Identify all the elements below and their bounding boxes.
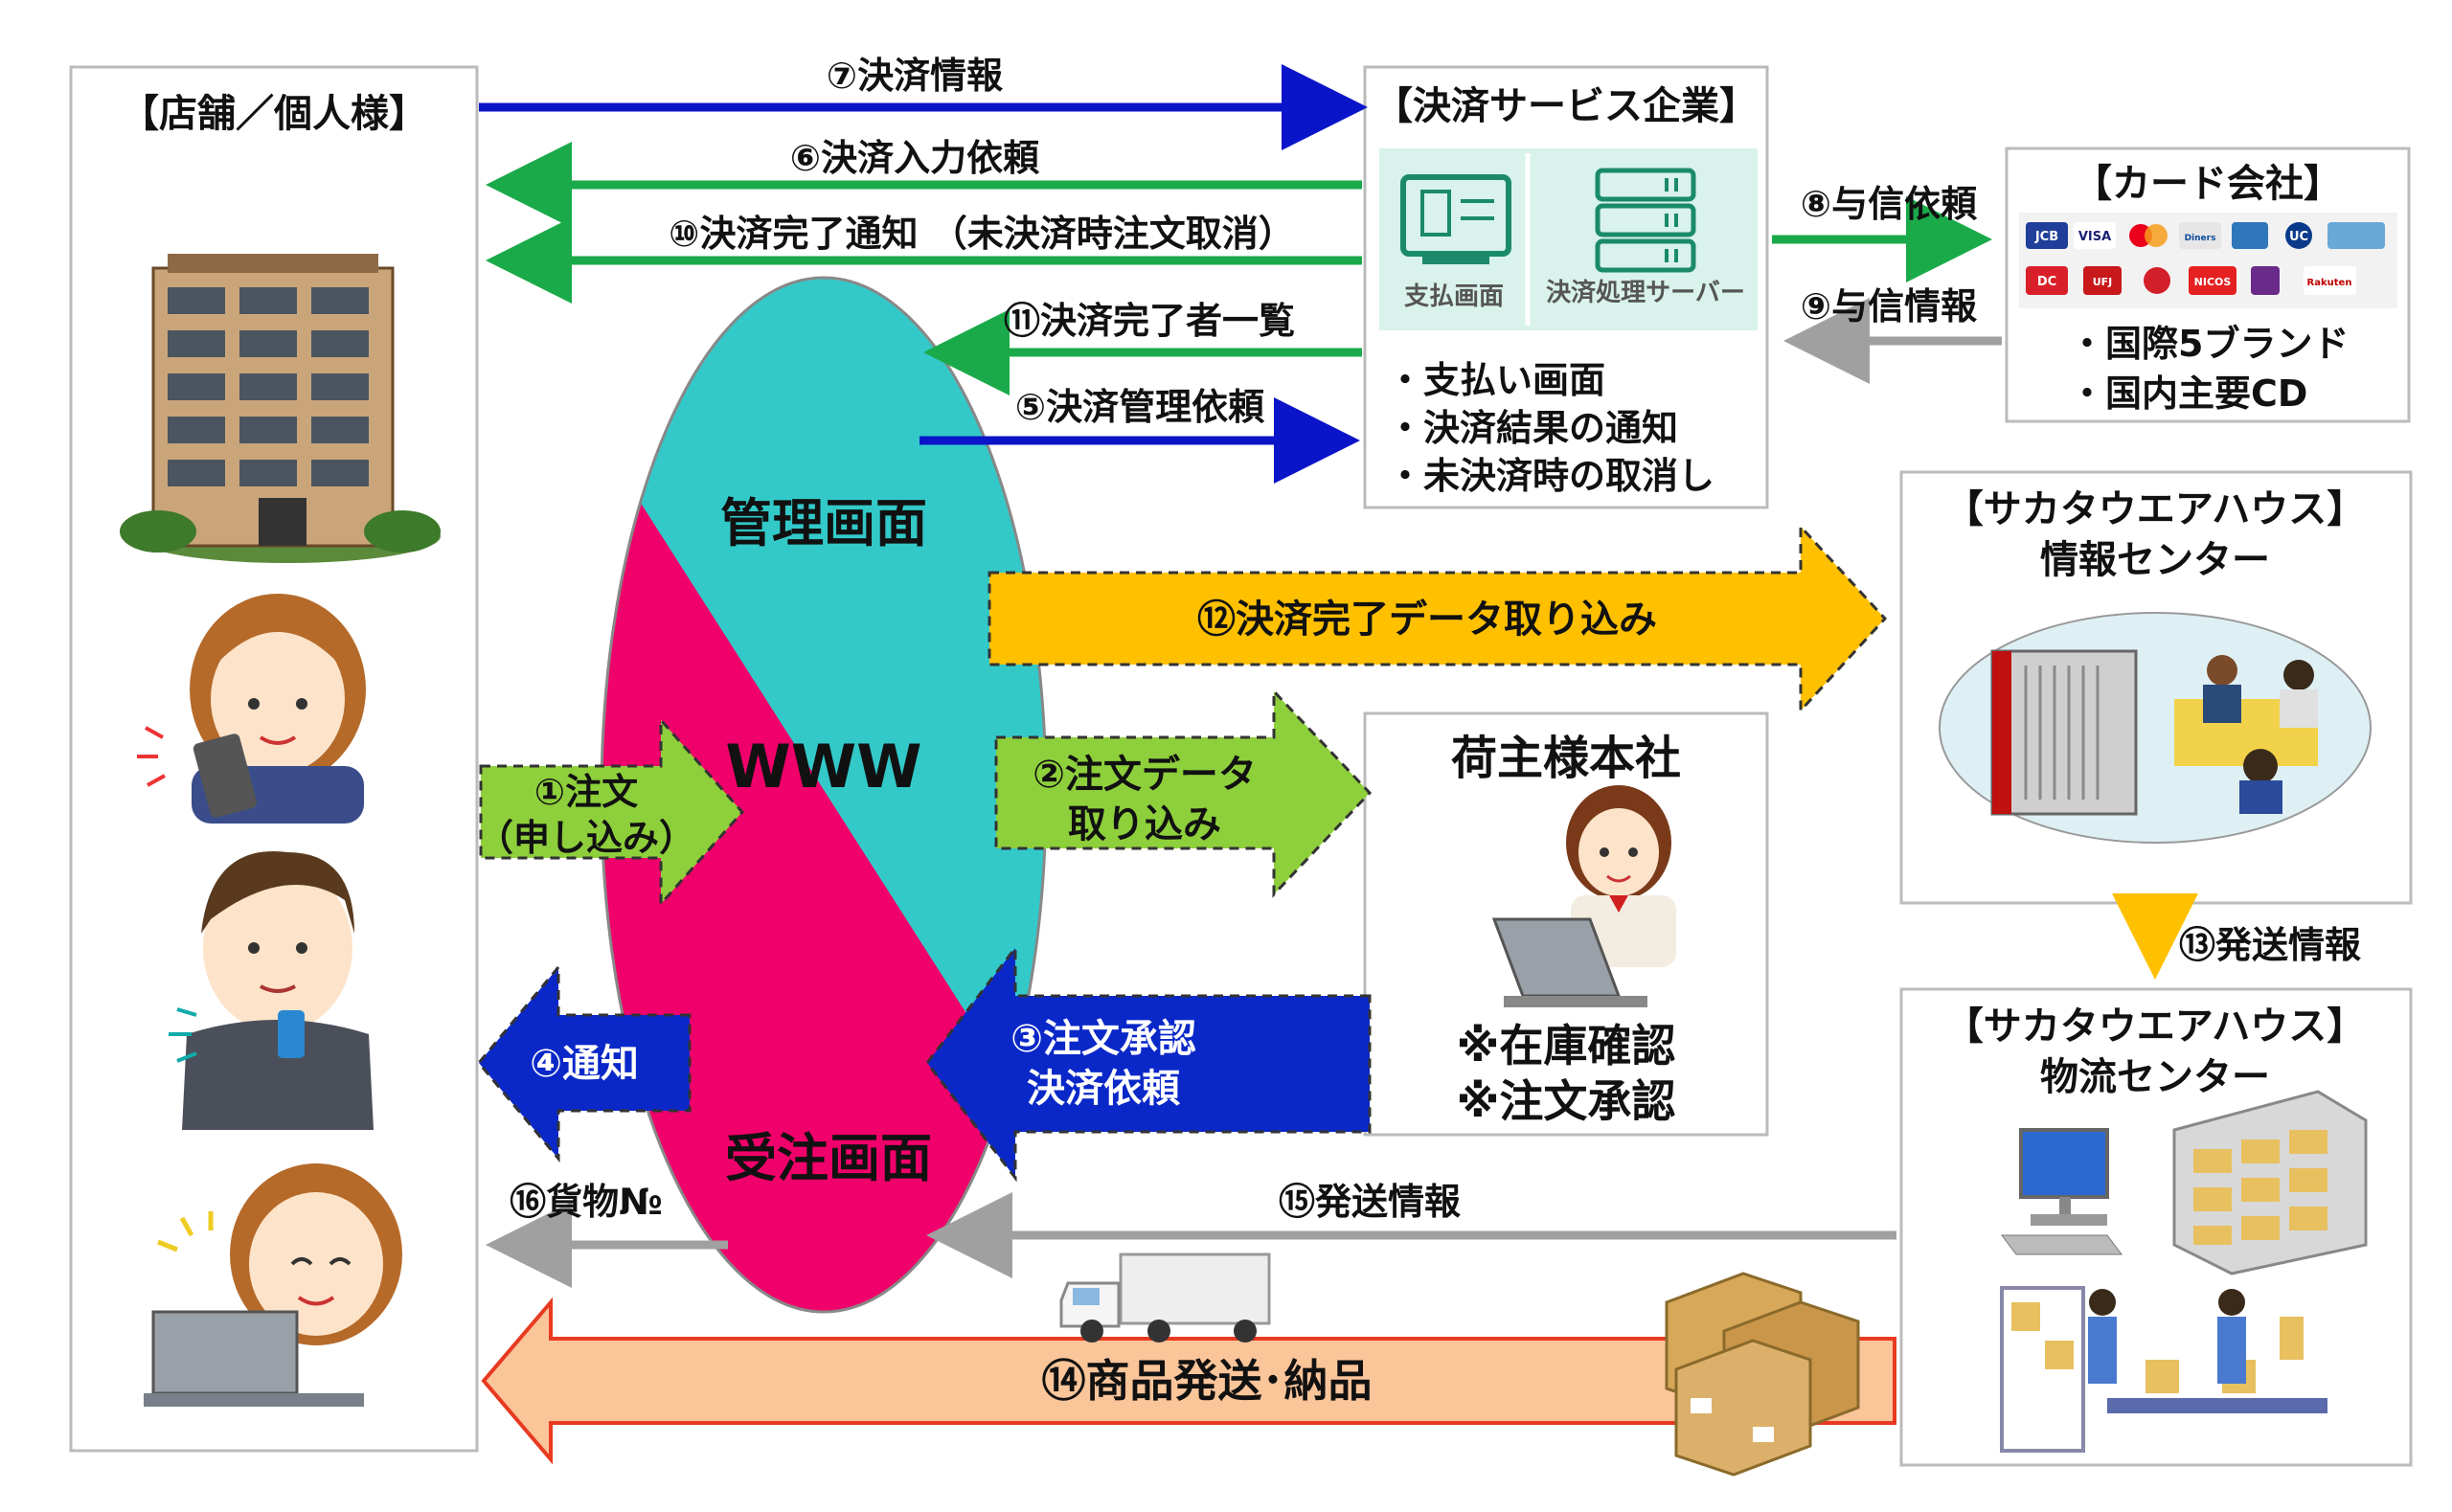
card-logo-icon (2251, 266, 2280, 295)
admin-screen-label: 管理画面 (720, 493, 927, 553)
operator-icon (1491, 785, 1676, 1007)
computer-icon (2001, 1128, 2123, 1255)
store-title: 【店舗／個人様】 (121, 92, 427, 136)
flow-3-label-1: ③注文承認 (1010, 1017, 1196, 1061)
card-note-1: ・国際5ブランド (2069, 323, 2349, 365)
payment-data-import-arrow: ⑫決済完了データ取り込み (988, 523, 1888, 714)
store-panel: 【店舗／個人様】 (69, 65, 479, 1453)
flow-1-label-2: （申し込み） (477, 817, 695, 859)
flow-2-label-1: ②注文データ (1033, 753, 1257, 797)
info-center-title-1: 【サカタウエアハウス】 (1945, 487, 2365, 531)
building-icon (120, 254, 441, 563)
server-rack-icon (1990, 649, 2138, 816)
flow-14-label: ⑭商品発送･納品 (1042, 1355, 1373, 1407)
shipper-title: 荷主様本社 (1451, 732, 1681, 785)
card-logos: JCB VISA Diners UC DC UFJ NICOS Rakuten (2026, 222, 2385, 295)
card-logo-icon (2179, 222, 2221, 249)
flow-16-label: ⑯貨物№ (510, 1181, 663, 1223)
card-logo-label: JCB (2034, 230, 2058, 244)
card-logo-label: Rakuten (2307, 278, 2352, 288)
card-logo-label: Diners (2185, 234, 2216, 243)
flow-12-label: ⑫決済完了データ取り込み (1197, 598, 1657, 642)
shipper-note-1: ※在庫確認 (1457, 1020, 1676, 1072)
flow-8-label: ⑧与信依頼 (1801, 183, 1978, 225)
order-screen-label: 受注画面 (725, 1128, 932, 1188)
card-logo-icon (2083, 266, 2122, 295)
card-company-box: 【カード会社】 JCB VISA Diners UC DC UFJ NICOS … (2005, 147, 2411, 423)
server-icon (1595, 168, 1696, 273)
flow-4-label: ④通知 (530, 1042, 639, 1086)
payment-company-box: 【決済サービス企業】 支払画面 決済処理サーバー ・支払い画面 ・決済結果の通知… (1363, 65, 1769, 509)
flow-11-label: ⑪決済完了者一覧 (1004, 300, 1295, 342)
card-logo-icon (2327, 222, 2385, 249)
flow-10-label: ⑩決済完了通知 （未決済時注文取消） (669, 213, 1294, 255)
payment-feature-1: ・支払い画面 (1387, 359, 1605, 401)
info-center-title-2: 情報センター (2040, 538, 2270, 582)
woman-tablet-icon (137, 594, 366, 824)
flow-3-label-2: 決済依頼 (1027, 1067, 1181, 1111)
logistics-center-title-2: 物流センター (2040, 1055, 2270, 1099)
card-logo-label: UC (2289, 230, 2308, 244)
flow-2-label-2: 取り込み (1068, 802, 1221, 846)
logistics-center-title-1: 【サカタウエアハウス】 (1945, 1004, 2365, 1049)
flow-5-label: ⑤決済管理依頼 (1015, 386, 1265, 428)
logistics-center-box: 【サカタウエアハウス】 物流センター (1899, 987, 2413, 1467)
shipper-note-2: ※注文承認 (1457, 1075, 1676, 1127)
warehouse-workers-icon (2000, 1286, 2327, 1453)
card-logo-icon (2026, 222, 2068, 249)
shipper-box: 荷主様本社 ※在庫確認 ※注文承認 (1363, 711, 1769, 1137)
flow-1-label-1: ①注文 (534, 771, 638, 813)
notification-arrow: ④通知 (477, 962, 692, 1163)
card-logo-icon (2144, 267, 2170, 294)
payment-company-title: 【決済サービス企業】 (1374, 84, 1758, 128)
cardboard-boxes-icon (1665, 1272, 1860, 1477)
flow-15-label: ⑮発送情報 (1279, 1181, 1461, 1223)
card-logo-icon (2074, 222, 2116, 249)
card-logo-icon (2285, 222, 2312, 249)
flow-9-label: ⑨与信情報 (1801, 285, 1977, 327)
flow-7-label: ⑦決済情報 (827, 55, 1003, 97)
flow-6-label: ⑥決済入力依頼 (790, 137, 1040, 179)
truck-icon (1059, 1252, 1271, 1343)
shelf-icon (2172, 1090, 2368, 1275)
order-data-import-arrow: ②注文データ 取り込み (994, 688, 1373, 898)
card-logo-icon (2232, 222, 2268, 249)
payment-screen-label: 支払画面 (1404, 282, 1504, 311)
payment-feature-2: ・決済結果の通知 (1387, 407, 1678, 449)
shipping-delivery-arrow: ⑭商品発送･納品 (481, 1297, 1896, 1465)
order-arrow: ①注文 （申し込み） (477, 716, 745, 908)
www-label: WWW (725, 732, 921, 801)
flow-13-label: ⑬発送情報 (2179, 924, 2361, 966)
payment-feature-3: ・未決済時の取消し (1387, 455, 1714, 497)
card-logo-icon (2189, 266, 2236, 295)
card-logo-label: NICOS (2194, 276, 2232, 288)
woman-laptop-icon (144, 1163, 402, 1407)
server-label: 決済処理サーバー (1546, 278, 1745, 307)
card-logo-label: VISA (2078, 230, 2111, 244)
man-phone-icon (169, 851, 374, 1130)
payment-screen-icon (1400, 174, 1511, 264)
info-center-box: 【サカタウエアハウス】 情報センター (1899, 470, 2413, 905)
card-company-title: 【カード会社】 (2074, 162, 2342, 206)
card-logo-label: DC (2037, 275, 2056, 289)
meeting-people-icon (2174, 655, 2318, 814)
card-logo-label: UFJ (2093, 276, 2113, 288)
card-logo-icon (2026, 266, 2068, 295)
order-approval-arrow: ③注文承認 決済依頼 (925, 943, 1372, 1183)
card-note-2: ・国内主要CD (2069, 372, 2307, 415)
card-logo-icon (2304, 266, 2356, 295)
